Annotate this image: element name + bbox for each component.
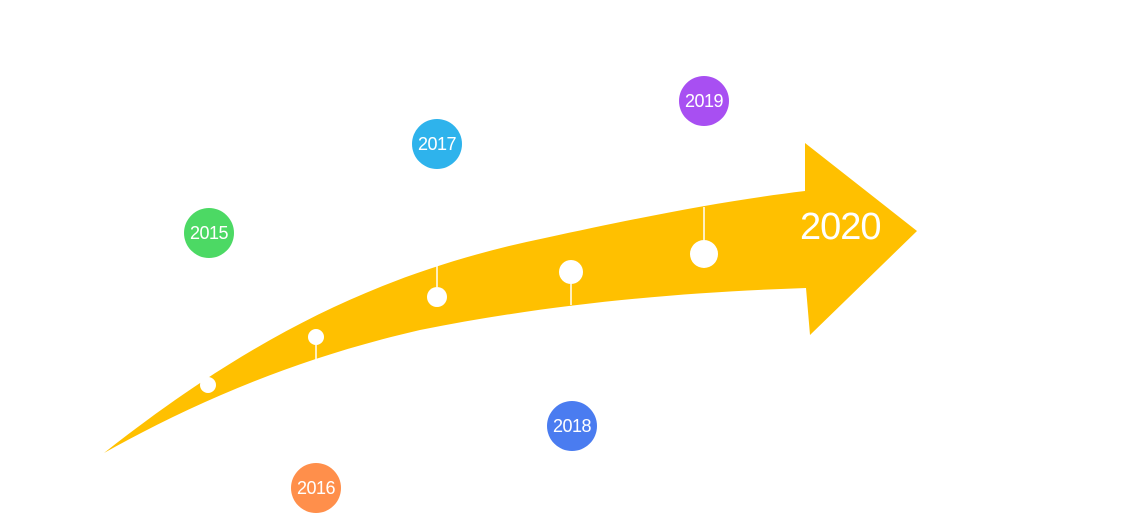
milestone-dot-2019	[690, 240, 718, 268]
end-year-label: 2020	[800, 206, 882, 248]
milestone-dot-2018	[559, 260, 583, 284]
milestone-badge-2016: 2016	[291, 463, 341, 513]
arrow-body	[104, 143, 917, 453]
milestone-badge-2017: 2017	[412, 119, 462, 169]
milestone-year-label: 2015	[189, 222, 229, 243]
milestone-connectors	[207, 207, 705, 377]
milestone-dot-2016	[308, 329, 324, 345]
milestone-year-label: 2018	[552, 415, 592, 436]
milestone-dot-2015	[200, 377, 216, 393]
milestone-dots	[200, 240, 718, 393]
milestone-year-label: 2019	[684, 90, 724, 111]
milestone-year-label: 2017	[417, 133, 457, 154]
milestone-badge-2018: 2018	[547, 401, 597, 451]
milestone-year-label: 2016	[296, 477, 336, 498]
milestone-badge-2015: 2015	[184, 208, 234, 258]
milestone-badge-2019: 2019	[679, 76, 729, 126]
milestone-dot-2017	[427, 287, 447, 307]
